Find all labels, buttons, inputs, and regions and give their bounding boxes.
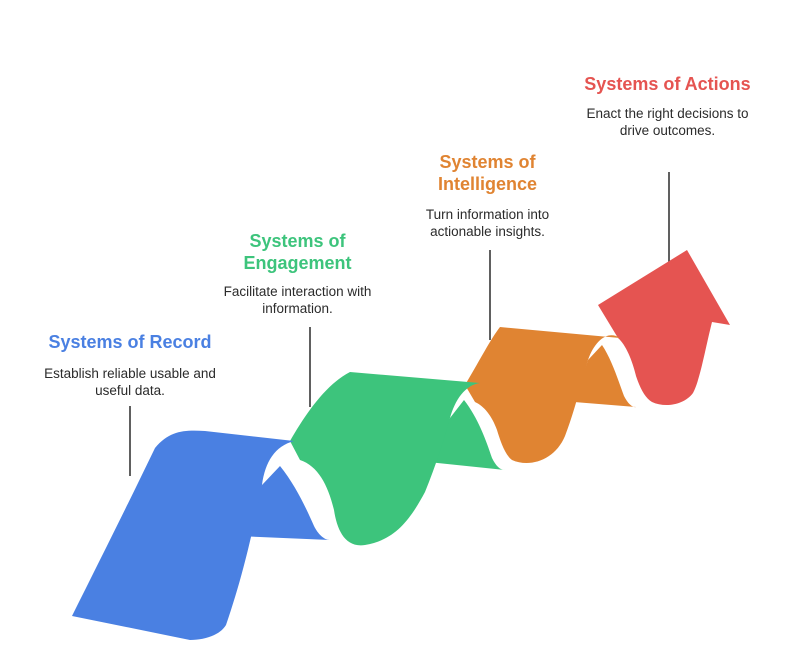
stage-engagement: Systems of Engagement Facilitate interac… — [215, 230, 380, 317]
stage-actions-title: Systems of Actions — [584, 74, 751, 94]
stage-engagement-description: Facilitate interaction with information. — [223, 284, 372, 316]
ribbon-engagement-back — [428, 400, 505, 470]
ribbon-actions — [598, 250, 730, 405]
ribbon-intelligence — [465, 327, 620, 463]
ribbon-record — [72, 430, 294, 640]
stage-engagement-title: Systems of Engagement — [243, 231, 352, 273]
stage-actions: Systems of Actions Enact the right decis… — [575, 73, 760, 139]
stage-intelligence-title: Systems of Intelligence — [437, 152, 538, 194]
stage-record: Systems of Record Establish reliable usa… — [40, 331, 220, 399]
ribbon-engagement — [290, 372, 480, 546]
stage-actions-description: Enact the right decisions to drive outco… — [586, 106, 749, 138]
stage-record-description: Establish reliable usable and useful dat… — [44, 366, 216, 398]
stage-intelligence-description: Turn information into actionable insight… — [425, 207, 550, 239]
ribbon-intelligence-back — [574, 345, 636, 408]
stage-intelligence: Systems of Intelligence Turn information… — [400, 151, 575, 240]
ribbon-record-back — [236, 466, 330, 540]
stage-record-title: Systems of Record — [48, 332, 212, 352]
